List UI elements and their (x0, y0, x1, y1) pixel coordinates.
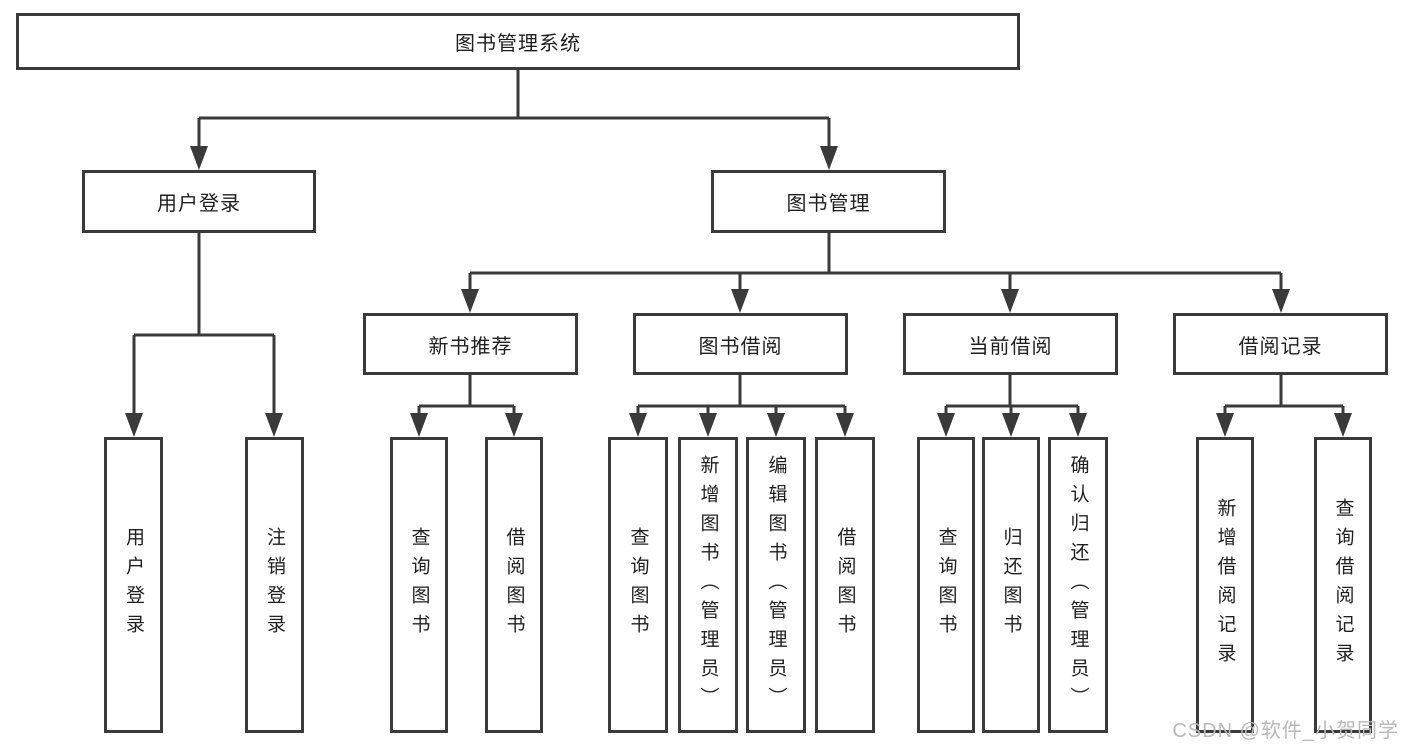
node-borrow-records: 借阅记录 (1173, 313, 1388, 375)
node-label: 当前借阅 (968, 335, 1053, 358)
node-label: 图书管理系统 (455, 33, 581, 55)
leaf-label: 新增借阅记录 (1214, 498, 1236, 672)
node-label: 图书借阅 (698, 335, 783, 358)
node-library-management-system: 图书管理系统 (16, 13, 1020, 70)
leaf-label: 查询图书 (408, 527, 430, 643)
leaf-borrow-edit-books-admin: 编辑图书（管理员） (746, 437, 806, 733)
leaf-borrow-add-books-admin: 新增图书（管理员） (678, 437, 738, 733)
leaf-user-login: 用户登录 (104, 437, 163, 733)
leaf-label: 新增图书（管理员） (697, 454, 719, 716)
leaf-label: 确认归还（管理员） (1067, 454, 1089, 716)
node-book-borrow: 图书借阅 (633, 313, 848, 375)
leaf-label: 归还图书 (1000, 527, 1022, 643)
connector-stems (132, 70, 1345, 419)
leaf-label: 查询图书 (935, 527, 957, 643)
node-label: 新书推荐 (428, 335, 513, 358)
leaf-label: 编辑图书（管理员） (765, 454, 787, 716)
node-label: 借阅记录 (1238, 335, 1323, 358)
leaf-newbook-borrow-books: 借阅图书 (485, 437, 543, 733)
leaf-label: 用户登录 (123, 527, 144, 643)
connector-arrowheads (125, 146, 1352, 437)
leaf-label: 借阅图书 (503, 527, 525, 643)
node-current-borrow: 当前借阅 (903, 313, 1118, 375)
node-book-management: 图书管理 (711, 170, 946, 233)
node-new-book-recommend: 新书推荐 (363, 313, 578, 375)
leaf-label: 注销登录 (264, 527, 285, 643)
leaf-logout: 注销登录 (245, 437, 304, 733)
node-label: 图书管理 (786, 193, 871, 215)
node-user-login: 用户登录 (82, 170, 316, 233)
node-label: 用户登录 (157, 193, 241, 215)
leaf-borrow-query-books: 查询图书 (608, 437, 668, 733)
leaf-label: 查询借阅记录 (1332, 498, 1354, 672)
leaf-records-add-record: 新增借阅记录 (1196, 437, 1254, 733)
leaf-records-query-record: 查询借阅记录 (1314, 437, 1372, 733)
leaf-current-return-books: 归还图书 (982, 437, 1040, 733)
leaf-label: 借阅图书 (834, 527, 856, 643)
leaf-newbook-query-books: 查询图书 (390, 437, 448, 733)
watermark: CSDN @软件_小贺同学 (1172, 720, 1399, 742)
leaf-label: 查询图书 (627, 527, 649, 643)
leaf-borrow-borrow-books: 借阅图书 (815, 437, 875, 733)
leaf-current-query-books: 查询图书 (917, 437, 975, 733)
leaf-current-confirm-return-admin: 确认归还（管理员） (1048, 437, 1108, 733)
